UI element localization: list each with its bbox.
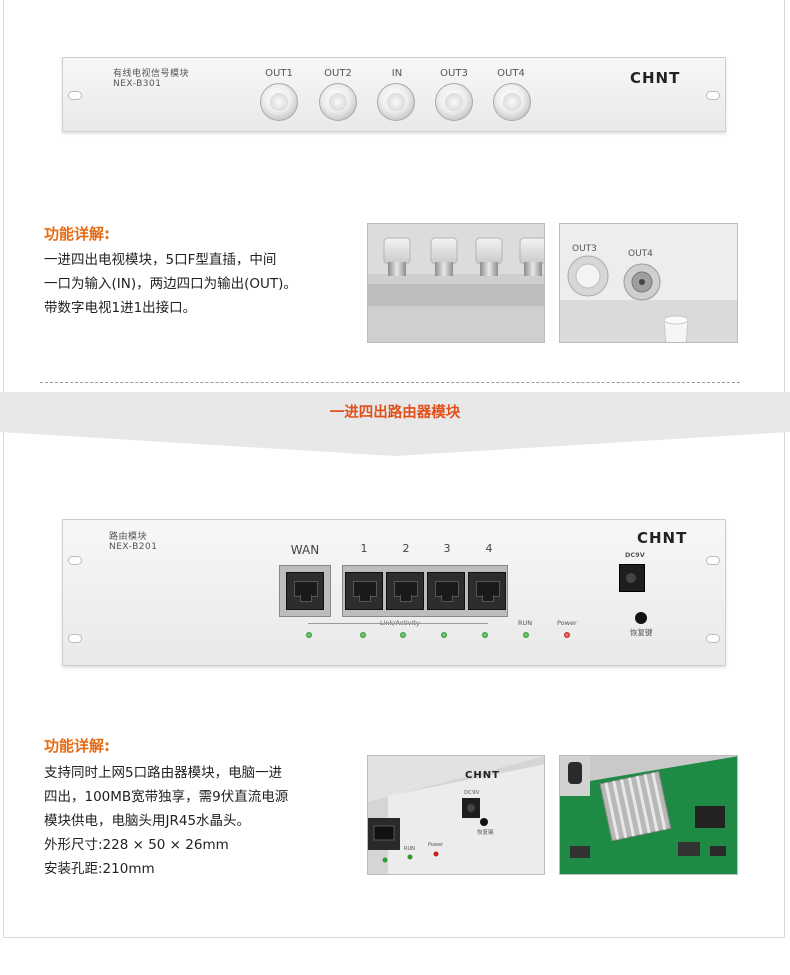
run-label: RUN	[518, 619, 533, 627]
tv-connectors-closeup-graphic	[368, 224, 544, 342]
wan-port-housing	[279, 565, 331, 617]
router-pcb-graphic	[560, 756, 737, 874]
router-description-line: 支持同时上网5口路由器模块，电脑一进	[44, 765, 283, 781]
tv-description-line: 带数字电视1进1出接口。	[44, 300, 197, 316]
router-description-line: 四出，100MB宽带独享，需9伏直流电源	[44, 789, 289, 805]
lan-ethernet-port-4	[468, 572, 506, 610]
mount-hole-right-lower	[706, 634, 720, 643]
router-module-panel: 路由模块 NEX-B201 CHNT WAN 1 2 3 4 Link/Acti…	[62, 519, 726, 666]
wan-link-led	[306, 632, 312, 638]
tv-description-heading: 功能详解:	[44, 225, 110, 243]
port-label-out3: OUT3	[440, 68, 468, 79]
lan-port-label-3: 3	[443, 542, 451, 555]
router-side-graphic	[368, 756, 544, 874]
tv-description-line: 一口为输入(IN)，两边四口为输出(OUT)。	[44, 276, 297, 292]
wan-ethernet-port	[286, 572, 324, 610]
router-section-banner	[0, 392, 790, 432]
router-description-heading: 功能详解:	[44, 737, 110, 755]
reset-button[interactable]	[635, 612, 647, 624]
lan-link-led-1	[360, 632, 366, 638]
dc-input-label: DC9V	[625, 551, 645, 559]
photo-label-out4: OUT4	[628, 249, 653, 259]
router-description-line: 模块供电，电脑头用JR45水晶头。	[44, 813, 251, 829]
tv-module-panel: 有线电视信号模块 NEX-B301 CHNT OUT1 OUT2 IN OUT3…	[62, 57, 726, 132]
banner-pointer	[0, 432, 790, 456]
lan-ethernet-port-3	[427, 572, 465, 610]
lan-link-led-2	[400, 632, 406, 638]
coax-port-out1	[260, 83, 298, 121]
port-label-in: IN	[391, 68, 403, 79]
port-label-out2: OUT2	[324, 68, 352, 79]
router-photo-run-label: RUN	[404, 846, 415, 852]
router-photo-brand-logo: CHNT	[465, 770, 500, 781]
run-led	[523, 632, 529, 638]
router-description-line: 安装孔距:210mm	[44, 861, 155, 877]
router-section-title: 一进四出路由器模块	[329, 405, 461, 421]
port-label-out4: OUT4	[497, 68, 525, 79]
mount-hole-right	[706, 556, 720, 565]
router-pcb-photo	[559, 755, 738, 875]
section-divider	[40, 382, 740, 383]
router-photo-reset-label: 恢复键	[477, 830, 494, 836]
lan-link-led-3	[441, 632, 447, 638]
lan-link-led-4	[482, 632, 488, 638]
tv-out-ports-graphic	[560, 224, 737, 342]
router-description-line: 外形尺寸:228 × 50 × 26mm	[44, 837, 229, 853]
tv-module-brand-logo: CHNT	[630, 69, 681, 87]
router-module-model: NEX-B201	[109, 542, 158, 552]
router-photo-dc-label: DC9V	[464, 790, 480, 796]
port-label-out1: OUT1	[265, 68, 293, 79]
reset-button-label: 恢复键	[630, 628, 653, 637]
coax-port-out3	[435, 83, 473, 121]
lan-ethernet-port-2	[386, 572, 424, 610]
lan-port-label-2: 2	[402, 542, 410, 555]
router-module-title: 路由模块	[109, 532, 148, 542]
coax-port-out2	[319, 83, 357, 121]
tv-module-title: 有线电视信号模块	[113, 69, 190, 79]
power-label: Power	[557, 619, 577, 627]
lan-port-label-4: 4	[485, 542, 493, 555]
mount-hole-right	[706, 91, 720, 100]
tv-description-line: 一进四出电视模块，5口F型直插，中间	[44, 252, 277, 268]
coax-port-in	[377, 83, 415, 121]
power-led	[564, 632, 570, 638]
router-module-brand-logo: CHNT	[637, 529, 688, 547]
wan-port-label: WAN	[290, 543, 320, 557]
mount-hole-left-lower	[68, 634, 82, 643]
router-photo-power-label: Power	[428, 842, 444, 848]
lan-port-label-1: 1	[360, 542, 368, 555]
lan-ethernet-port-1	[345, 572, 383, 610]
mount-hole-left	[68, 91, 82, 100]
router-side-photo: CHNT DC9V 恢复键 RUN Power	[367, 755, 545, 875]
lan-port-housing	[342, 565, 508, 617]
photo-label-out3: OUT3	[572, 244, 597, 254]
tv-out-ports-photo: OUT3 OUT4	[559, 223, 738, 343]
link-activity-line	[308, 623, 488, 624]
tv-connectors-closeup-photo	[367, 223, 545, 343]
dc-power-jack	[619, 564, 645, 592]
tv-module-model: NEX-B301	[113, 79, 162, 89]
coax-port-out4	[493, 83, 531, 121]
mount-hole-left	[68, 556, 82, 565]
